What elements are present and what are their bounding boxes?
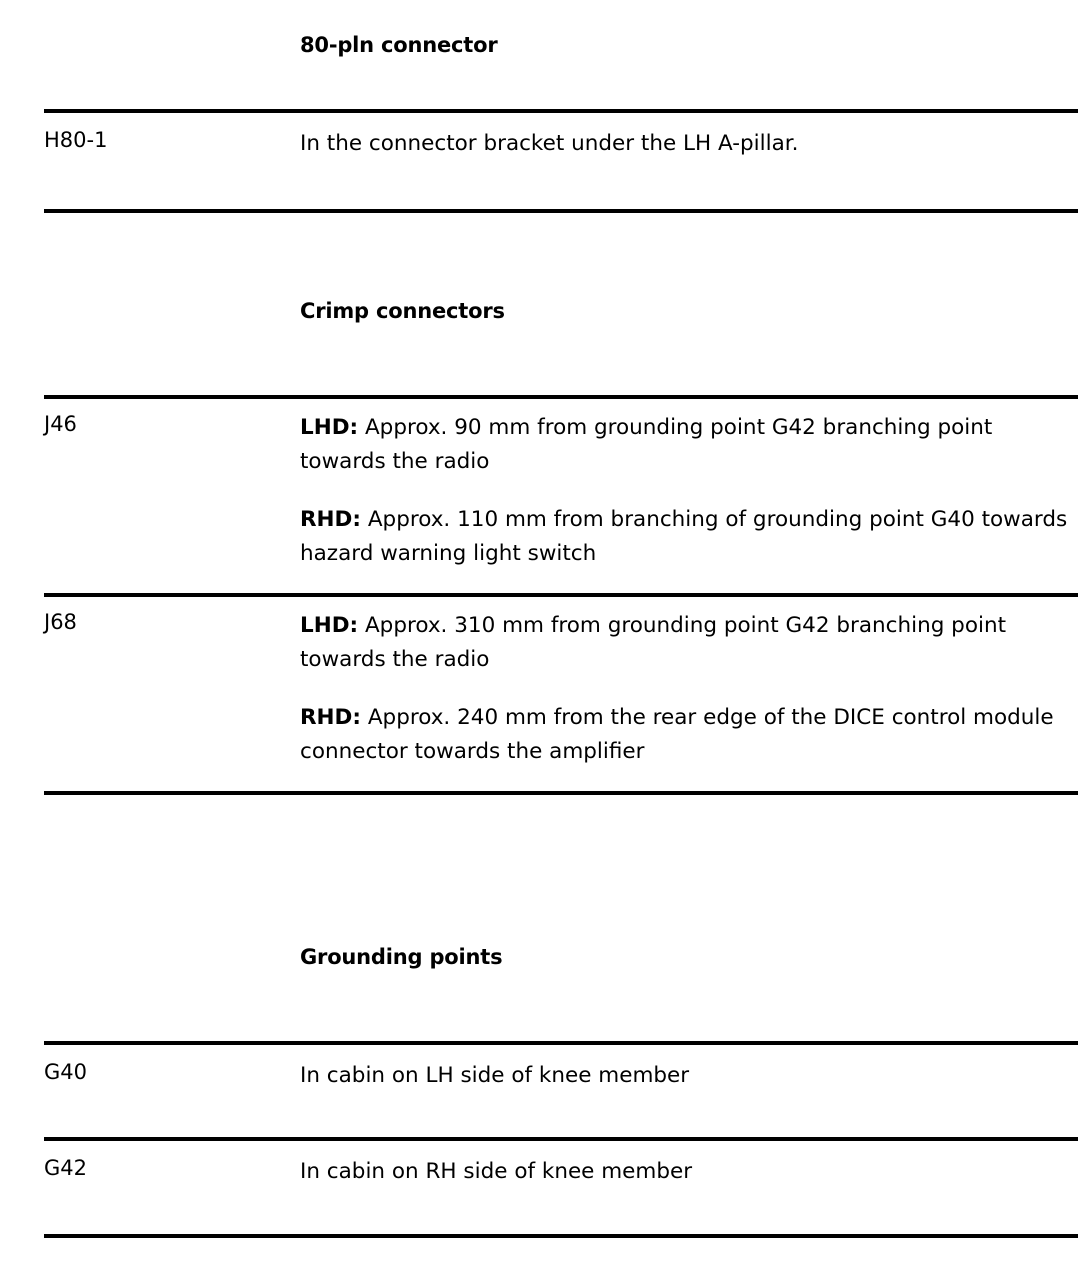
description-paragraph: In cabin on LH side of knee member (300, 1059, 1078, 1093)
drive-side-label-rhd: RHD: (300, 507, 361, 533)
drive-side-label-lhd: LHD: (300, 415, 359, 441)
description-text-lhd: Approx. 90 mm from grounding point G42 b… (300, 415, 993, 475)
table-row: H80-1 In the connector bracket under the… (44, 113, 1078, 209)
description-text: In the connector bracket under the LH A-… (300, 131, 799, 157)
description-paragraph-lhd: LHD: Approx. 310 mm from grounding point… (300, 609, 1078, 677)
description-text-rhd: Approx. 110 mm from branching of groundi… (300, 507, 1068, 566)
description-text: In cabin on LH side of knee member (300, 1063, 690, 1089)
connector-id: H80-1 (44, 128, 108, 153)
grounding-point-description: In cabin on RH side of knee member (300, 1155, 1078, 1189)
description-text-lhd: Approx. 310 mm from grounding point G42 … (300, 612, 1007, 672)
table-row: G42 In cabin on RH side of knee member (44, 1141, 1078, 1234)
drive-side-label-rhd: RHD: (300, 704, 361, 730)
heading-gap (44, 57, 1078, 109)
section-heading: 80-pln connector (300, 33, 498, 57)
grounding-point-id: G40 (44, 1060, 87, 1085)
table-row: G40 In cabin on LH side of knee member (44, 1045, 1078, 1137)
description-text-rhd: Approx. 240 mm from the rear edge of the… (300, 704, 1054, 764)
description-text: In cabin on RH side of knee member (300, 1159, 693, 1185)
description-paragraph-rhd: RHD: Approx. 110 mm from branching of gr… (300, 503, 1078, 571)
table-rule-divider (44, 1137, 1078, 1142)
connector-description: LHD: Approx. 310 mm from grounding point… (300, 609, 1078, 769)
connector-description: LHD: Approx. 90 mm from grounding point … (300, 411, 1078, 571)
section-heading: Crimp connectors (300, 299, 505, 323)
description-paragraph-lhd: LHD: Approx. 90 mm from grounding point … (300, 411, 1078, 479)
description-paragraph: In cabin on RH side of knee member (300, 1155, 1078, 1189)
connector-description: In the connector bracket under the LH A-… (300, 127, 1078, 161)
table-row: J68 LHD: Approx. 310 mm from grounding p… (44, 597, 1078, 791)
drive-side-label-lhd: LHD: (300, 612, 359, 638)
description-paragraph-rhd: RHD: Approx. 240 mm from the rear edge o… (300, 701, 1078, 769)
section-heading: Grounding points (300, 945, 503, 969)
table-rule-top (44, 395, 1078, 400)
table-rule-bottom (44, 1234, 1078, 1239)
table-row: J46 LHD: Approx. 90 mm from grounding po… (44, 399, 1078, 593)
connector-id: J68 (44, 609, 77, 634)
section-grounding-points: Grounding points G40 In cabin on LH side… (44, 945, 1078, 1239)
heading-gap (44, 323, 1078, 395)
table-rule-top (44, 1041, 1078, 1046)
table-rule-bottom (44, 209, 1078, 214)
table-rule-bottom (44, 790, 1078, 795)
table-rule-divider (44, 592, 1078, 597)
section-80-pin-connector: 80-pln connector H80-1 In the connector … (44, 33, 1078, 214)
connector-id: J46 (44, 412, 77, 437)
section-crimp-connectors: Crimp connectors J46 LHD: Approx. 90 mm … (44, 299, 1078, 795)
grounding-point-description: In cabin on LH side of knee member (300, 1059, 1078, 1093)
grounding-point-id: G42 (44, 1156, 87, 1181)
table-rule-top (44, 109, 1078, 114)
description-paragraph: In the connector bracket under the LH A-… (300, 127, 1078, 161)
heading-gap (44, 969, 1078, 1041)
